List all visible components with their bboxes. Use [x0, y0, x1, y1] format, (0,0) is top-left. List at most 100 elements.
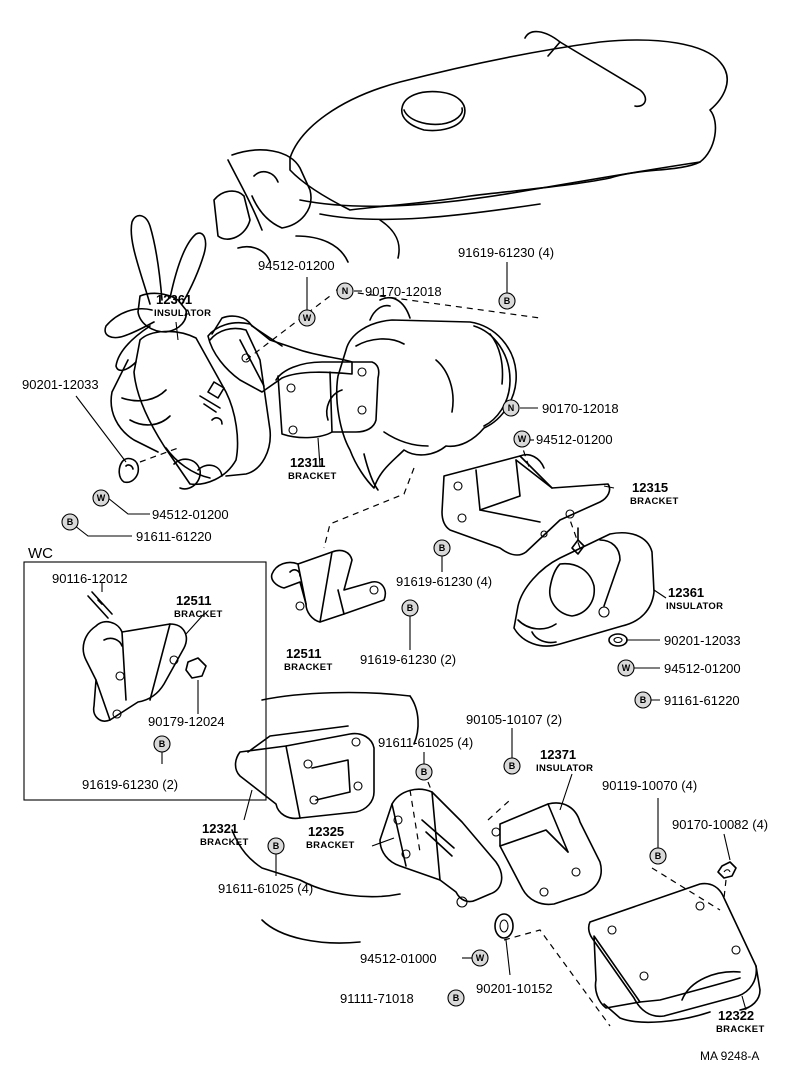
part-number-labels: 94512-01200 91619-61230 (4) 90170-12018 … — [22, 245, 768, 1006]
symbol-letter: W — [97, 493, 106, 503]
symbol-letter: B — [273, 841, 280, 851]
symbol-letter: B — [421, 767, 428, 777]
bracket-12321-drawing — [231, 691, 419, 944]
bolt-symbol: B — [447, 989, 465, 1007]
symbol-letter: W — [303, 313, 312, 323]
callout-number: 12311 — [290, 455, 325, 470]
hardware-symbols: W N B N W W B B B W B B B B B B W B — [61, 282, 667, 1007]
part-number: 91619-61230 (4) — [396, 574, 492, 589]
transmission-housing-drawing — [326, 296, 517, 491]
assembly-dashed-lines — [139, 289, 727, 1027]
bracket-12322-drawing — [587, 861, 761, 1024]
symbol-letter: W — [476, 953, 485, 963]
leader-lines — [69, 262, 747, 1011]
washer-90201-10152-drawing — [494, 913, 514, 939]
bracket-12511-drawing — [270, 549, 387, 623]
part-number: 90170-10082 (4) — [672, 817, 768, 832]
callout-name: BRACKET — [288, 471, 337, 482]
inset-label: WC — [28, 545, 53, 562]
part-callouts: 12361 INSULATOR 12311 BRACKET 12315 BRAC… — [154, 292, 765, 1035]
callout-name: BRACKET — [716, 1024, 765, 1035]
part-number: 91619-61230 (4) — [458, 245, 554, 260]
washer-symbol: W — [513, 430, 531, 448]
symbol-letter: B — [67, 517, 74, 527]
left-insulator-drawing — [110, 327, 271, 490]
part-number: 90105-10107 (2) — [466, 712, 562, 727]
nut-symbol: N — [502, 399, 520, 417]
part-number: 90201-12033 — [22, 377, 99, 392]
wc-inset — [23, 561, 267, 801]
callout-name: BRACKET — [284, 662, 333, 673]
callout-number: 12361 — [156, 292, 192, 307]
symbol-letter: B — [159, 739, 166, 749]
callout-number: 12315 — [632, 480, 668, 495]
bolt-symbol: B — [433, 539, 451, 557]
callout-number: 12321 — [202, 821, 238, 836]
callout-number: 12322 — [718, 1008, 754, 1023]
callout-name: INSULATOR — [666, 601, 723, 612]
symbol-letter: B — [640, 695, 647, 705]
washer-symbol: W — [92, 489, 110, 507]
symbol-letter: B — [439, 543, 446, 553]
part-number: 91611-61025 (4) — [218, 881, 313, 896]
bolt-symbol: B — [649, 847, 667, 865]
symbol-letter: B — [655, 851, 662, 861]
wc-inset-frame — [23, 561, 267, 801]
part-number: 94512-01200 — [152, 507, 229, 522]
bolt-symbol: B — [153, 735, 171, 753]
callout-number: 12361 — [668, 585, 704, 600]
bolt-symbol: B — [498, 292, 516, 310]
part-number: 91619-61230 (2) — [360, 652, 456, 667]
part-number: 90201-12033 — [664, 633, 741, 648]
part-number: 90170-12018 — [542, 401, 619, 416]
callout-name: BRACKET — [306, 840, 355, 851]
callout-number: 12325 — [308, 824, 344, 839]
washer-90201-12033-drawing — [608, 633, 628, 647]
bolt-symbol: B — [634, 691, 652, 709]
part-number: 91611-61025 (4) — [378, 735, 473, 750]
cooling-fan-drawing — [104, 214, 207, 372]
part-number: 94512-01200 — [664, 661, 741, 676]
part-number: 94512-01000 — [360, 951, 437, 966]
figure-code: MA 9248-A — [700, 1049, 759, 1063]
bracket-12325-drawing — [379, 788, 503, 908]
part-number: 90119-10070 (4) — [602, 778, 697, 793]
symbol-letter: W — [518, 434, 527, 444]
bracket-12315-drawing — [441, 453, 611, 556]
symbol-letter: N — [508, 403, 515, 413]
bolt-symbol: B — [415, 763, 433, 781]
callout-name: BRACKET — [630, 496, 679, 507]
symbol-letter: W — [622, 663, 631, 673]
symbol-letter: N — [342, 286, 349, 296]
right-insulator-drawing — [513, 527, 655, 647]
bolt-symbol: B — [401, 599, 419, 617]
callout-name: INSULATOR — [536, 763, 593, 774]
part-number: 91611-61220 — [136, 529, 212, 544]
part-number: 90116-12012 — [52, 571, 128, 586]
callout-name: BRACKET — [174, 609, 223, 620]
part-number: 91619-61230 (2) — [82, 777, 178, 792]
callout-name: INSULATOR — [154, 308, 211, 319]
insulator-12371-drawing — [491, 802, 602, 906]
symbol-letter: B — [509, 761, 516, 771]
part-number: 94512-01200 — [536, 432, 613, 447]
washer-symbol: W — [617, 659, 635, 677]
washer-symbol: W — [471, 949, 489, 967]
bracket-12311-drawing — [207, 315, 380, 439]
callout-number: 12371 — [540, 747, 576, 762]
part-number: 94512-01200 — [258, 258, 335, 273]
callout-number: 12511 — [286, 646, 321, 661]
nut-symbol: N — [336, 282, 354, 300]
bolt-symbol: B — [61, 513, 79, 531]
part-number: 90170-12018 — [365, 284, 442, 299]
bolt-symbol: B — [503, 757, 521, 775]
part-number: 90179-12024 — [148, 714, 225, 729]
engine-block-drawing — [213, 30, 728, 263]
bolt-symbol: B — [267, 837, 285, 855]
symbol-letter: B — [504, 296, 511, 306]
callout-name: BRACKET — [200, 837, 249, 848]
washer-symbol: W — [298, 309, 316, 327]
symbol-letter: B — [407, 603, 414, 613]
symbol-letter: B — [453, 993, 460, 1003]
